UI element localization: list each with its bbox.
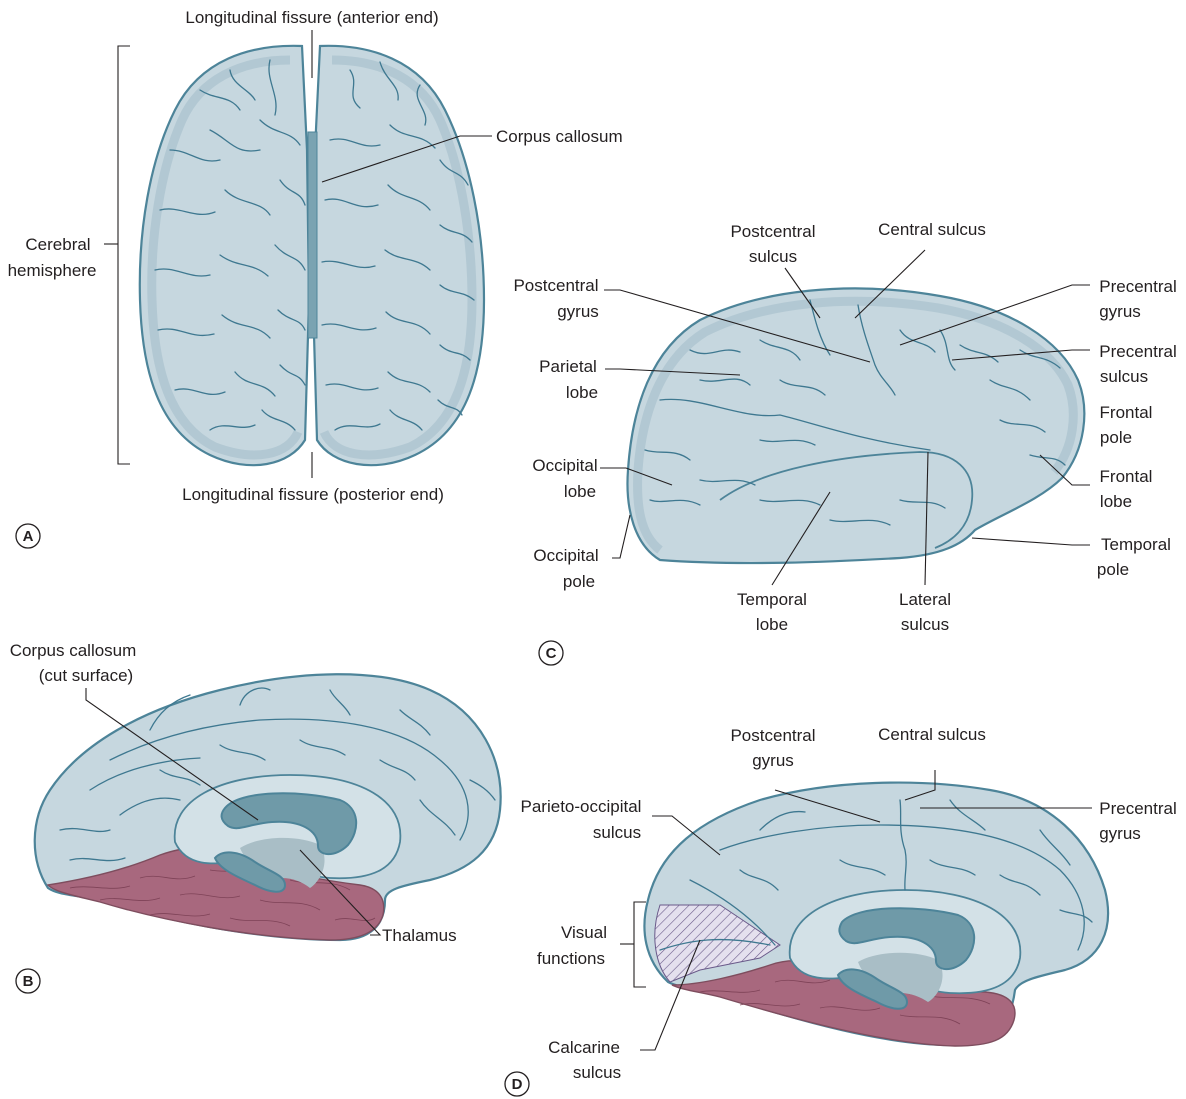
label-b-thalamus: Thalamus — [382, 926, 457, 945]
label-c-precentral-gyrus-2: gyrus — [1099, 302, 1141, 321]
label-c-frontal-pole-2: pole — [1100, 428, 1132, 447]
label-cerebral-hemisphere-1: Cerebral — [25, 235, 90, 254]
label-d-central-sulcus: Central sulcus — [878, 725, 986, 744]
label-c-parietal-lobe-2: lobe — [566, 383, 598, 402]
label-c-temporal-pole-2: pole — [1097, 560, 1129, 579]
label-d-precentral-gyrus-1: Precentral — [1099, 799, 1176, 818]
label-c-precentral-sulcus-1: Precentral — [1099, 342, 1176, 361]
label-d-parieto-occipital-1: Parieto-occipital — [521, 797, 642, 816]
label-c-postcentral-sulcus-2: sulcus — [749, 247, 797, 266]
panel-badge-a: A — [16, 524, 40, 548]
label-c-lateral-sulcus-1: Lateral — [899, 590, 951, 609]
label-c-postcentral-sulcus-1: Postcentral — [730, 222, 815, 241]
label-d-precentral-gyrus-2: gyrus — [1099, 824, 1141, 843]
label-d-parieto-occipital-2: sulcus — [593, 823, 641, 842]
svg-text:B: B — [23, 973, 34, 990]
panel-badge-d: D — [505, 1072, 529, 1096]
corpus-callosum-strip — [308, 132, 317, 338]
panel-d: Postcentral gyrus Central sulcus Parieto… — [505, 725, 1177, 1096]
panel-b: Corpus callosum (cut surface) Thalamus B — [10, 641, 501, 993]
label-c-precentral-gyrus-1: Precentral — [1099, 277, 1176, 296]
svg-text:A: A — [23, 528, 34, 545]
label-b-cc-cut-1: Corpus callosum — [10, 641, 137, 660]
label-c-temporal-pole-1: Temporal — [1101, 535, 1171, 554]
label-d-postcentral-gyrus-1: Postcentral — [730, 726, 815, 745]
label-c-frontal-pole-1: Frontal — [1100, 403, 1153, 422]
svg-text:C: C — [546, 645, 557, 662]
label-d-visual-2: functions — [537, 949, 605, 968]
label-c-precentral-sulcus-2: sulcus — [1100, 367, 1148, 386]
label-c-temporal-lobe-2: lobe — [756, 615, 788, 634]
label-c-occipital-pole-1: Occipital — [533, 546, 598, 565]
label-c-parietal-lobe-1: Parietal — [539, 357, 597, 376]
panel-c: Postcentral sulcus Central sulcus Postce… — [513, 220, 1176, 665]
label-d-calcarine-1: Calcarine — [548, 1038, 620, 1057]
label-c-temporal-lobe-1: Temporal — [737, 590, 807, 609]
label-c-occipital-lobe-2: lobe — [564, 482, 596, 501]
svg-text:D: D — [512, 1076, 523, 1093]
label-c-occipital-lobe-1: Occipital — [532, 456, 597, 475]
label-fissure-anterior: Longitudinal fissure (anterior end) — [185, 8, 438, 27]
label-cerebral-hemisphere-2: hemisphere — [8, 261, 97, 280]
panel-badge-b: B — [16, 969, 40, 993]
label-corpus-callosum: Corpus callosum — [496, 127, 623, 146]
label-fissure-posterior: Longitudinal fissure (posterior end) — [182, 485, 444, 504]
label-c-frontal-lobe-1: Frontal — [1100, 467, 1153, 486]
label-b-cc-cut-2: (cut surface) — [39, 666, 133, 685]
right-hemisphere — [313, 46, 484, 465]
label-c-frontal-lobe-2: lobe — [1100, 492, 1132, 511]
label-d-calcarine-2: sulcus — [573, 1063, 621, 1082]
label-d-postcentral-gyrus-2: gyrus — [752, 751, 794, 770]
label-d-visual-1: Visual — [561, 923, 607, 942]
left-hemisphere — [140, 46, 309, 465]
label-c-lateral-sulcus-2: sulcus — [901, 615, 949, 634]
label-c-postcentral-gyrus-1: Postcentral — [513, 276, 598, 295]
panel-badge-c: C — [539, 641, 563, 665]
label-c-occipital-pole-2: pole — [563, 572, 595, 591]
label-c-central-sulcus: Central sulcus — [878, 220, 986, 239]
label-c-postcentral-gyrus-2: gyrus — [557, 302, 599, 321]
